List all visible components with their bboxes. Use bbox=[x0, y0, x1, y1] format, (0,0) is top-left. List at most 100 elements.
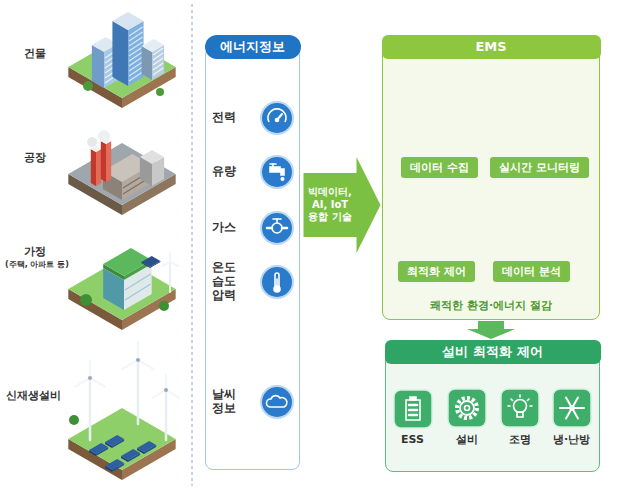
scene-home bbox=[68, 248, 178, 330]
illustration-shape bbox=[101, 141, 106, 182]
scene-renewable bbox=[68, 342, 179, 480]
equipment-square bbox=[552, 388, 592, 428]
illustration-line bbox=[138, 360, 154, 369]
step-label: 데이터 수집 bbox=[410, 160, 469, 175]
step-label: 최적화 제어 bbox=[407, 264, 466, 279]
category-label: 신재생설비 bbox=[6, 388, 61, 403]
illustration-line bbox=[162, 262, 170, 266]
icon-stroke bbox=[566, 398, 578, 419]
icon-stroke bbox=[464, 406, 469, 411]
window-row bbox=[129, 72, 143, 81]
equipment-label: ESS bbox=[401, 433, 424, 446]
process-box: 데이터 분석 bbox=[493, 261, 570, 282]
illustration-dot bbox=[136, 358, 140, 362]
illustration-shape bbox=[92, 45, 104, 88]
icon-stroke bbox=[409, 414, 417, 417]
illustration-shape bbox=[105, 435, 124, 446]
illustration-dot bbox=[87, 137, 97, 147]
icon-square bbox=[448, 389, 486, 427]
energy-item: 날씨 정보 bbox=[212, 385, 294, 419]
equipment-label: 설비 bbox=[456, 432, 478, 447]
category-label: 공장 bbox=[24, 150, 46, 165]
step-label: 실시간 모니터링 bbox=[499, 160, 580, 175]
equipment-square bbox=[393, 389, 433, 429]
item-label: 온도 습도 압력 bbox=[212, 261, 250, 302]
icon-glyph bbox=[406, 397, 420, 420]
illustration-shape bbox=[141, 256, 160, 267]
illustration-shape bbox=[106, 141, 111, 182]
process-box: 실시간 모니터링 bbox=[490, 157, 589, 178]
energy-item: 온도 습도 압력 bbox=[212, 261, 294, 302]
block-arrow bbox=[467, 321, 515, 339]
illustration-line bbox=[89, 378, 92, 440]
illustration-line bbox=[166, 390, 179, 398]
illustration-shape bbox=[89, 443, 108, 454]
illustration-dot bbox=[164, 388, 168, 392]
illustration-line bbox=[169, 252, 171, 262]
window-row bbox=[129, 37, 143, 46]
divider-line bbox=[192, 4, 193, 486]
edge-label: 빅데이터, AI, IoT 융합 기술 bbox=[305, 186, 356, 224]
icon-circle bbox=[261, 212, 293, 244]
illustration-shape bbox=[137, 441, 156, 452]
icon-stroke bbox=[273, 218, 281, 220]
item-label: 전력 bbox=[212, 111, 250, 125]
process-box: 최적화 제어 bbox=[398, 261, 475, 282]
equipment-label: 조명 bbox=[509, 432, 531, 447]
item-icon bbox=[260, 265, 294, 299]
icon-glyph bbox=[457, 398, 477, 418]
icon-square bbox=[394, 390, 432, 428]
category-label: 가정 bbox=[24, 244, 46, 259]
item-icon bbox=[260, 385, 294, 419]
icon-stroke bbox=[513, 400, 526, 413]
energy-item: 유량 bbox=[212, 155, 294, 189]
window-row bbox=[129, 47, 143, 56]
category-label: (주택, 아파트 등) bbox=[5, 259, 69, 270]
window-row bbox=[129, 27, 143, 36]
item-icon bbox=[260, 211, 294, 245]
illustration-line bbox=[137, 342, 140, 360]
window-row bbox=[129, 42, 143, 51]
panel-note: 쾌적한 환경·에너지 절감 bbox=[383, 298, 599, 313]
illustration-dot bbox=[156, 88, 164, 96]
illustration-line bbox=[122, 360, 138, 369]
illustration-dot bbox=[159, 301, 169, 311]
icon-stroke bbox=[457, 398, 477, 418]
item-label: 가스 bbox=[212, 221, 250, 235]
item-icon bbox=[260, 101, 294, 135]
category-label: 건물 bbox=[24, 46, 46, 61]
icon-stroke bbox=[508, 405, 510, 407]
icon-circle bbox=[261, 386, 293, 418]
illustration-line bbox=[137, 360, 140, 424]
icon-glyph bbox=[560, 398, 584, 419]
illustration-line bbox=[75, 378, 90, 387]
icon-stroke bbox=[519, 395, 521, 397]
window-row bbox=[129, 57, 143, 66]
illustration-dot bbox=[88, 376, 92, 380]
icon-stroke bbox=[281, 177, 284, 180]
icon-stroke bbox=[282, 226, 287, 229]
illustration-shape bbox=[112, 21, 128, 86]
icon-stroke bbox=[266, 395, 286, 406]
illustration-line bbox=[153, 390, 166, 398]
icon-circle bbox=[261, 266, 293, 298]
illustration-dot bbox=[83, 81, 93, 91]
window-row bbox=[129, 52, 143, 61]
panel-header: 설비 최적화 제어 bbox=[385, 340, 601, 364]
icon-stroke bbox=[517, 412, 523, 417]
panel-box: EMS쾌적한 환경·에너지 절감데이터 수집실시간 모니터링최적화 제어데이터 … bbox=[382, 47, 600, 320]
icon-square bbox=[501, 389, 539, 427]
window-row bbox=[153, 48, 163, 55]
equipment-square bbox=[447, 388, 487, 428]
illustration-line bbox=[165, 390, 168, 440]
equipment-label: 냉·난방 bbox=[553, 432, 590, 447]
equipment-icon: 냉·난방 bbox=[552, 388, 592, 447]
icon-stroke bbox=[270, 163, 276, 165]
icon-stroke bbox=[272, 223, 282, 233]
window-row bbox=[129, 67, 143, 76]
icon-stroke bbox=[267, 226, 272, 229]
equipment-icon: 설비 bbox=[447, 388, 487, 447]
step-label: 데이터 분석 bbox=[502, 264, 561, 279]
scene-factory bbox=[68, 130, 175, 215]
